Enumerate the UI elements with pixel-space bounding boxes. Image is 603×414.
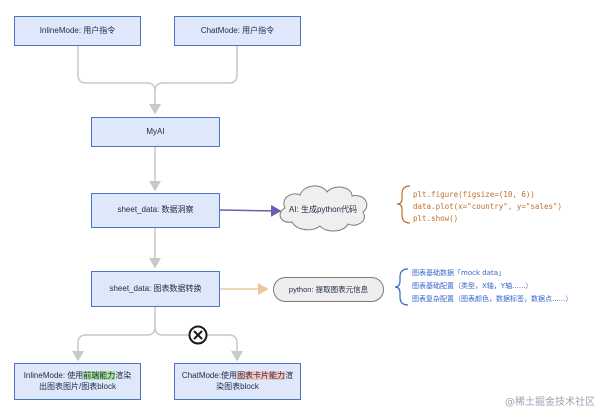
chat-output-label: ChatMode:使用图表卡片能力渲染图表block <box>181 370 294 393</box>
inline-input-node: InlineMode: 用户指令 <box>14 16 141 46</box>
ai-cloud-label: AI: 生成python代码 <box>289 204 357 214</box>
chat-input-node: ChatMode: 用户指令 <box>174 16 301 46</box>
connector-inline-to-myai <box>77 46 161 115</box>
code-line: plt.show() <box>413 214 459 223</box>
chat-output-node: ChatMode:使用图表卡片能力渲染图表block <box>174 363 301 400</box>
python-extract-label: python: 提取图表元信息 <box>288 285 369 294</box>
sheet-probe-label: sheet_data: 数据洞察 <box>117 205 194 215</box>
inline-output-highlight: 前端能力 <box>83 370 116 380</box>
inline-output-node: InlineMode: 使用前端能力渲染出图表图片/图表block <box>14 363 141 400</box>
myai-label: MyAI <box>146 126 165 136</box>
ai-cloud-node: AI: 生成python代码 <box>279 185 368 232</box>
sheet-convert-node: sheet_data: 图表数据转换 <box>91 271 220 307</box>
code-bracket <box>396 185 411 224</box>
connector-probe-to-ai <box>219 204 282 217</box>
connector-convert-to-inline-output <box>72 307 156 362</box>
connector-chat-to-myai <box>154 46 238 92</box>
watermark: @稀土掘金技术社区 <box>505 397 595 408</box>
code-line: plt.figure(figsize=(10, 6)) <box>413 190 535 199</box>
circle-x-icon <box>188 325 208 345</box>
inline-output-text-pre: InlineMode: 使用 <box>23 370 84 380</box>
info-line: 图表基础数据「mock data」 <box>412 269 505 277</box>
chat-output-text-post: 渲染图表block <box>216 370 294 391</box>
info-line: 图表基础配置（类型，X轴，Y轴......） <box>412 282 533 290</box>
sheet-convert-label: sheet_data: 图表数据转换 <box>109 283 202 293</box>
inline-output-label: InlineMode: 使用前端能力渲染出图表图片/图表block <box>21 370 134 393</box>
python-extract-node: python: 提取图表元信息 <box>273 277 384 302</box>
chat-input-label: ChatMode: 用户指令 <box>200 25 275 35</box>
inline-input-label: InlineMode: 用户指令 <box>39 25 116 35</box>
connector-convert-to-chat-output <box>154 326 243 362</box>
sheet-probe-node: sheet_data: 数据洞察 <box>91 193 220 228</box>
chat-output-highlight: 图表卡片能力 <box>237 370 286 380</box>
inline-output-text-post: 渲染出图表图片/图表block <box>39 370 132 391</box>
myai-node: MyAI <box>91 117 220 147</box>
code-line: data.plot(x="country", y="sales") <box>413 202 563 211</box>
chat-output-text-pre: ChatMode:使用 <box>181 370 238 380</box>
info-line: 图表复杂配置（图表颜色，数据标签，数据点......） <box>412 295 573 303</box>
info-bracket <box>394 268 409 306</box>
